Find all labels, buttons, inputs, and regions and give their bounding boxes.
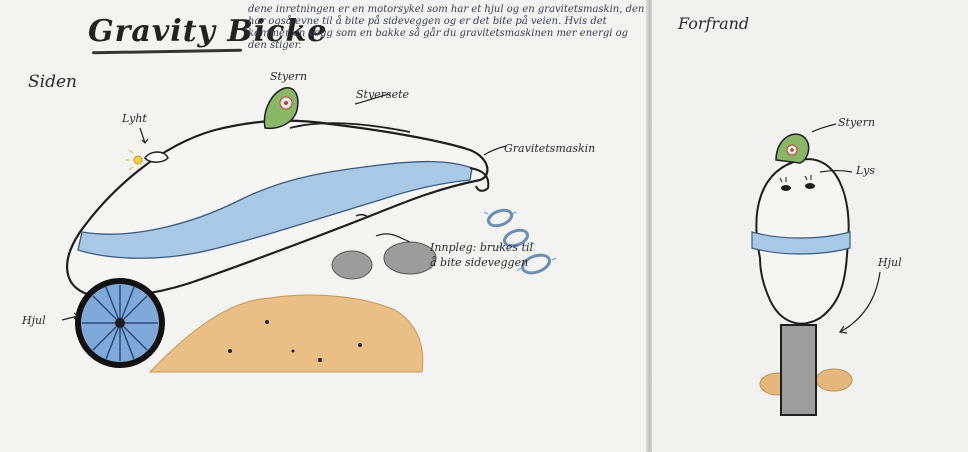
front-steering-icon <box>776 134 809 163</box>
dirt-mound <box>150 295 423 372</box>
label-wheel-side: Hjul <box>22 314 46 327</box>
front-view-heading: Forfrand <box>678 14 749 33</box>
label-light-front: Lys <box>856 164 875 177</box>
label-wheel-front: Hjul <box>878 256 902 269</box>
side-view-heading: Siden <box>28 72 77 92</box>
label-steering-front: Styern <box>838 116 875 129</box>
drawing-description: dene inretningen er en motorsykel som ha… <box>248 4 648 52</box>
side-wheel-icon <box>78 281 162 365</box>
label-light-side: Lyht <box>122 112 147 125</box>
intake-clouds <box>332 242 436 279</box>
front-wheel <box>781 325 816 415</box>
label-seat: Styersete <box>356 88 409 101</box>
label-steering-side: Styern <box>270 70 307 83</box>
label-intake: Innpleg: brukes til å bite sideveggen <box>430 240 540 270</box>
front-dirt-right <box>816 369 852 391</box>
label-gravity-machine: Gravitetsmaskin <box>504 142 595 155</box>
